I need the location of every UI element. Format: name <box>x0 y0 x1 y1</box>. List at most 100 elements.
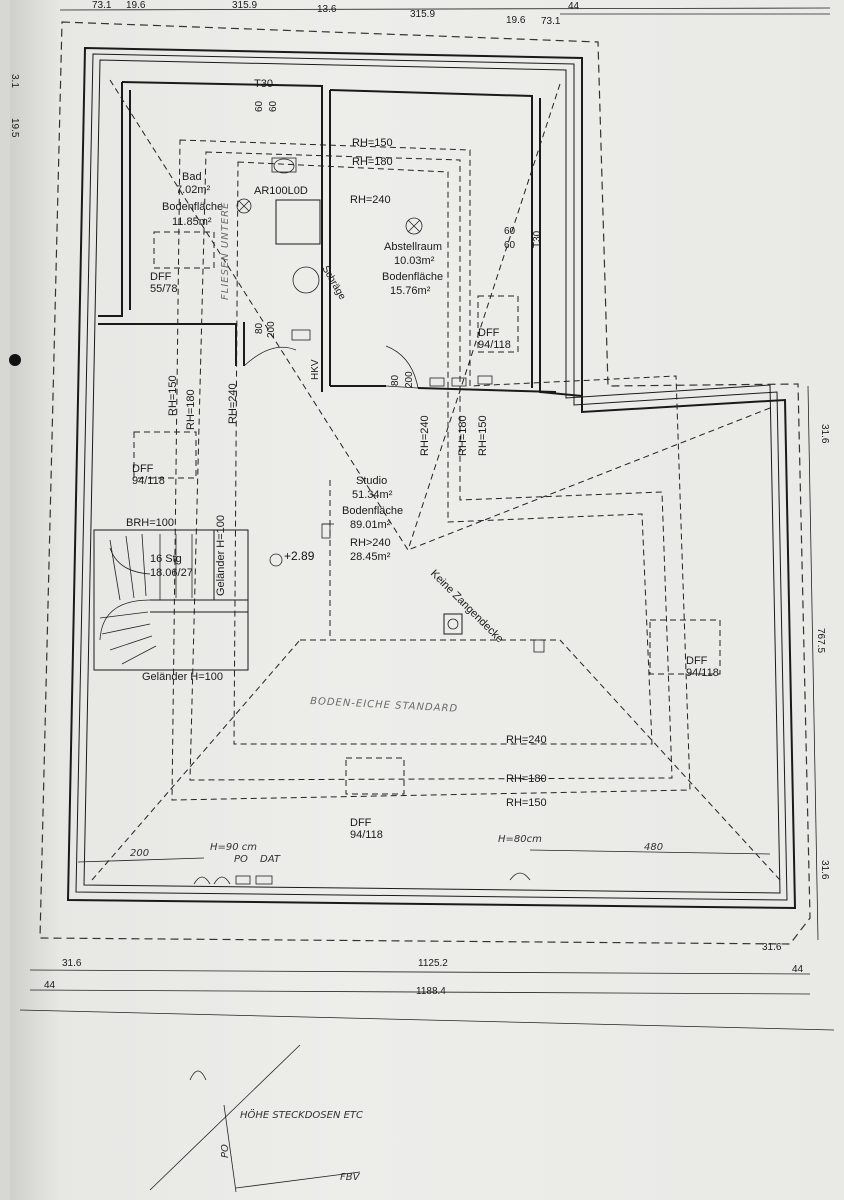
dim-top-8: 44 <box>568 1 580 12</box>
rh240-left: RH=240 <box>227 383 239 424</box>
bath-twohundred: 200 <box>266 321 277 338</box>
rh150-left: RH=150 <box>167 375 179 416</box>
skylight-frames <box>133 231 721 795</box>
rh150-mid: RH=150 <box>477 415 489 456</box>
exterior-walls <box>66 46 797 910</box>
dff-bath-size: 55/78 <box>150 283 178 295</box>
storage-sixty-1: 60 <box>504 226 516 237</box>
interior-walls <box>98 81 583 397</box>
stair-steps: 16 Stg <box>150 553 182 565</box>
rh240-mid: RH=240 <box>419 415 431 456</box>
dff-storage-size: 94/118 <box>478 339 511 351</box>
level-marker <box>269 553 283 567</box>
dim-top-7: 73.1 <box>541 16 561 27</box>
roof-outline <box>39 21 811 945</box>
dim-bottom-right: 31.6 <box>762 942 782 953</box>
left-edge-marks: 19.5 3.1 <box>9 74 21 366</box>
washbasin <box>292 266 320 294</box>
bath-name: Bad <box>182 171 202 183</box>
bath-sixty-1: 60 <box>254 100 265 112</box>
hkv-label: HKV <box>310 359 321 380</box>
dim-top-1: 73.1 <box>92 0 112 11</box>
storage-name: Abstellraum <box>384 241 442 253</box>
toilet-bowl <box>273 158 295 174</box>
rh150-top: RH=150 <box>352 137 393 149</box>
po-note: PO <box>234 854 248 865</box>
storage-floor-label: Bodenfläche <box>382 271 443 283</box>
storage-twohundred: 200 <box>404 371 415 388</box>
dff-storage-label: DFF <box>478 327 500 339</box>
socket-symbols <box>77 849 771 885</box>
h80-note: H=80cm <box>498 834 542 845</box>
dim-right-total: 767.5 <box>815 628 826 653</box>
stair-railing-v: Geländer H=100 <box>215 515 227 596</box>
stair-railing-h: Geländer H=100 <box>142 671 223 683</box>
staircase <box>93 529 249 671</box>
bath-area: 7.02m² <box>176 184 211 196</box>
dff-bath-label: DFF <box>150 271 172 283</box>
fliesen-note: FLIESEN UNTERE <box>220 202 231 300</box>
bath-fixtures <box>236 157 423 341</box>
dff-right-label: DFF <box>686 655 708 667</box>
dim-480-note: 480 <box>644 842 663 853</box>
dim-outer-left: 44 <box>44 980 56 991</box>
right-dimension-line: 31.6 767.5 31.6 <box>807 385 830 941</box>
dim-bottom-left: 31.6 <box>62 958 82 969</box>
left-mark-1: 19.5 <box>9 118 20 138</box>
rh180-top: RH=180 <box>352 156 393 168</box>
storage-sixty-2: 60 <box>504 240 516 251</box>
bath-eighty: 80 <box>254 322 265 334</box>
dim-200-note: 200 <box>130 848 149 859</box>
legend-title: HÖHE STECKDOSEN ETC <box>240 1108 363 1121</box>
rh180-bottom: RH=180 <box>506 773 547 785</box>
bath-floor-label: Bodenfläche <box>162 201 223 213</box>
left-mark-2: 3.1 <box>9 74 20 88</box>
storage-area: 10.03m² <box>394 255 435 267</box>
ceiling-light-storage <box>405 217 423 235</box>
stair-labels: BRH=100 16 Stg 18.06/27 Geländer H=100 G… <box>126 515 227 683</box>
bath-schraege: Schräge <box>319 264 347 302</box>
dff-left-label: DFF <box>132 463 154 475</box>
shower-tray <box>275 199 321 245</box>
fixture-symbols <box>269 375 545 653</box>
h90-note: H=90 cm <box>210 842 257 853</box>
chimney-box <box>443 613 463 635</box>
dim-right-top: 31.6 <box>819 424 830 444</box>
bath-sixty-2: 60 <box>268 100 279 112</box>
bath-ar-label: AR100L0D <box>254 185 308 197</box>
legend-fbv: FBV <box>340 1172 361 1183</box>
ceiling-contours <box>91 79 781 881</box>
dff-left-size: 94/118 <box>132 475 165 487</box>
studio-floor-label: Bodenfläche <box>342 505 403 517</box>
dim-top-5: 315.9 <box>410 9 435 20</box>
ceiling-height-labels: RH=150 RH=180 RH=240 RH=150 RH=180 RH=24… <box>167 137 547 809</box>
studio-rh-label: RH>240 <box>350 537 391 549</box>
dim-top-2: 19.6 <box>126 0 146 11</box>
storage-floor-area: 15.76m² <box>390 285 431 297</box>
studio-floor-area: 89.01m² <box>350 519 391 531</box>
room-labels: Bad 7.02m² Bodenfläche 11.85m² T30 Abste… <box>162 78 443 563</box>
dim-right-bottom: 31.6 <box>819 860 830 880</box>
legend-sketch: HÖHE STECKDOSEN ETC PO FBV <box>149 1044 363 1193</box>
storage-eighty: 80 <box>390 374 401 386</box>
legend-po: PO <box>220 1144 231 1158</box>
rh240-bottom: RH=240 <box>506 734 547 746</box>
storage-t30: T30 <box>532 230 543 248</box>
top-dimension-line: 73.1 19.6 315.9 13.6 315.9 19.6 73.1 44 <box>59 0 831 27</box>
dim-outer-right: 44 <box>792 964 804 975</box>
rh180-left: RH=180 <box>185 389 197 430</box>
bath-floor-area: 11.85m² <box>172 216 212 228</box>
level-mark: +2.89 <box>284 549 315 563</box>
stair-ratio: 18.06/27 <box>150 567 193 579</box>
bath-door-label: T30 <box>254 78 273 90</box>
radiator-bath <box>291 329 311 341</box>
studio-rh-area: 28.45m² <box>350 551 391 563</box>
stair-brh: BRH=100 <box>126 517 174 529</box>
rh180-mid: RH=180 <box>457 415 469 456</box>
bottom-dimension-lines: 31.6 1125.2 31.6 44 1188.4 44 <box>19 942 835 1031</box>
studio-area: 51.34m² <box>352 489 393 501</box>
dat-note: DAT <box>260 854 281 865</box>
dff-bottom-label: DFF <box>350 817 372 829</box>
dim-top-6: 19.6 <box>506 15 526 26</box>
